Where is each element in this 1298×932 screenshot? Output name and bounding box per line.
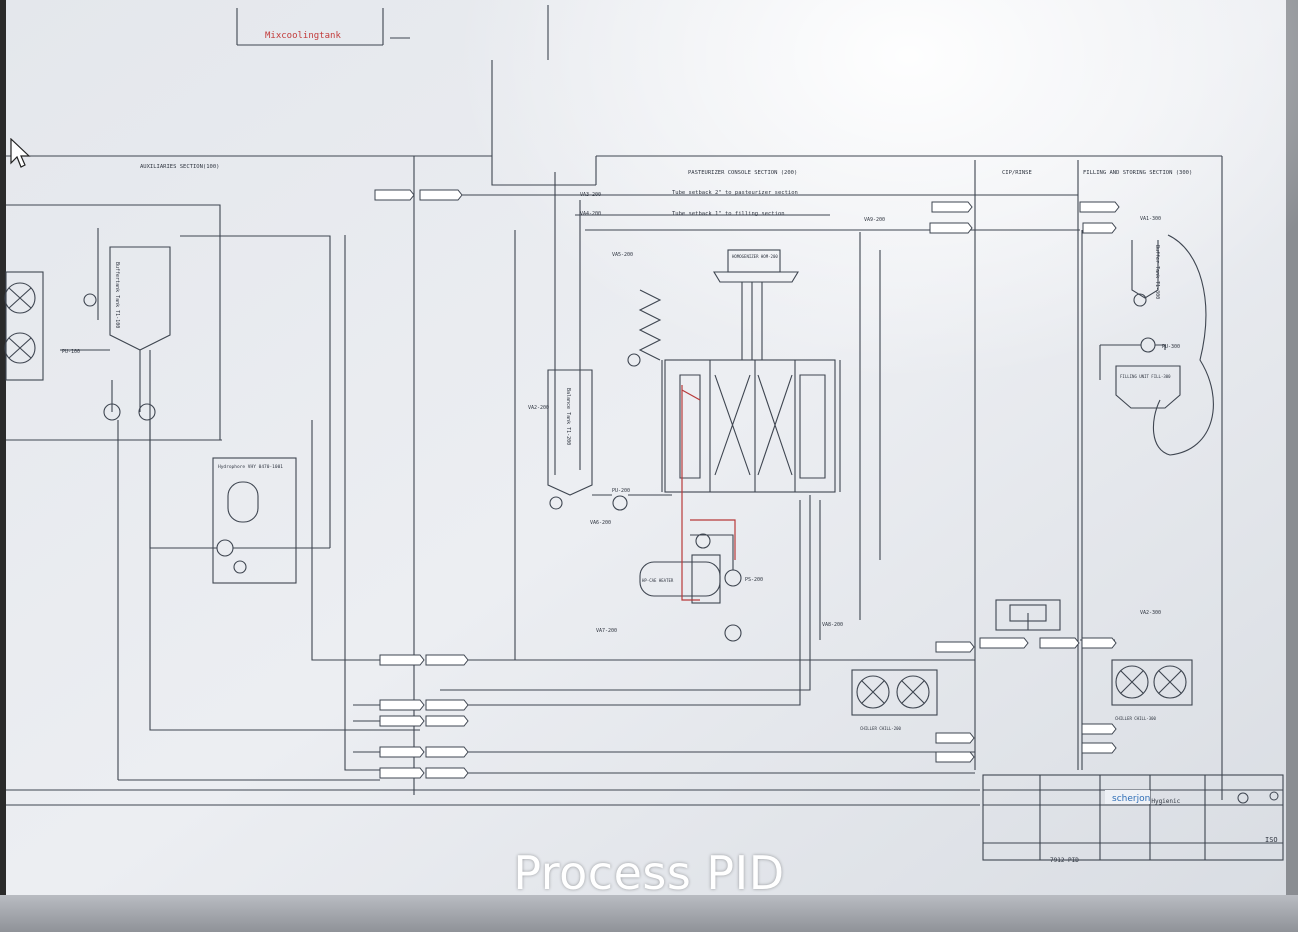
filling-unit-label: FILLING UNIT FILL-300 [1120, 374, 1171, 379]
section-cip-label: CIP/RINSE [1002, 170, 1032, 176]
buffer-tank-300-label: Buffer Tank T1-300 [1154, 245, 1160, 299]
pu300-tag: PU-300 [1162, 344, 1180, 350]
va7-tag: VA7-200 [596, 628, 617, 634]
pu200-tag: PU-200 [612, 488, 630, 494]
section-auxiliaries-label: AUXILIARIES SECTION(100) [140, 164, 219, 170]
heater-label: HP-CAE HEATER [642, 578, 674, 583]
hydrophore-label: Hydrophore VHY 0470-1001 [218, 464, 283, 470]
section-pasteurizer-label: PASTEURIZER CONSOLE SECTION (200) [688, 170, 797, 176]
buffer-tank-label: Buffertank Tank T1-100 [114, 262, 120, 328]
mouse-cursor-icon [10, 138, 31, 168]
va6-tag: VA6-200 [590, 520, 611, 526]
chiller-1-label: CHILLER CHILL-200 [860, 726, 902, 731]
revision-icon-2 [1269, 791, 1279, 801]
va9-tag: VA9-200 [864, 217, 885, 223]
chiller-2-label: CHILLER CHILL-300 [1115, 716, 1157, 721]
homogenizer-label: HOMOGENIZER HOM-200 [732, 254, 778, 259]
company-logo: scherjon [1105, 790, 1150, 804]
pu100-tag: PU-100 [62, 349, 80, 355]
revision-icon [1237, 792, 1249, 804]
va2-300-tag: VA2-300 [1140, 610, 1161, 616]
va1-300-tag: VA1-300 [1140, 216, 1161, 222]
va8-tag: VA8-200 [822, 622, 843, 628]
video-caption: Process PID [513, 846, 785, 900]
note-tube-1: Tube setback 2" to pasteurizer section [672, 190, 798, 196]
va5-tag: VA5-200 [612, 252, 633, 258]
tag-bubbles [374, 189, 1120, 779]
pid-linework [4, 5, 1284, 861]
drawing-number: 7912-PID [1050, 857, 1079, 864]
note-tube-2: Tube setback 1" to filling section [672, 211, 785, 217]
sheet-size: ISO [1265, 836, 1278, 844]
va4-tag: VA4-200 [580, 211, 601, 217]
top-tank-label: Mixcoolingtank [265, 31, 341, 41]
hot-water-lines [681, 385, 736, 601]
va2-tag: VA2-200 [528, 405, 549, 411]
company-logo-text: scherjon [1112, 794, 1150, 804]
section-filling-label: FILLING AND STORING SECTION (300) [1083, 170, 1192, 176]
balance-tank-label: Balance Tank T1-200 [565, 388, 571, 445]
va3-tag: VA3-200 [580, 192, 601, 198]
ps200-tag: PS-200 [745, 577, 763, 583]
